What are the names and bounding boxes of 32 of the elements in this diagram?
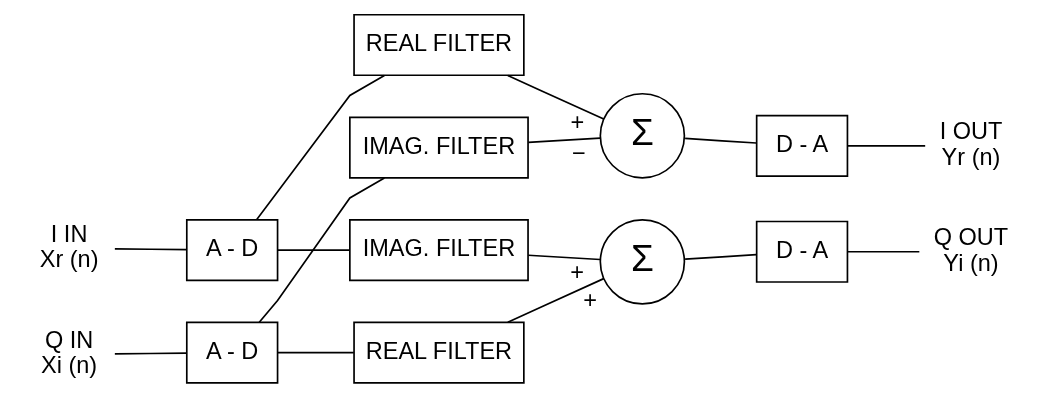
connector bbox=[846, 250, 920, 253]
node-box: A - D bbox=[185, 321, 278, 384]
node-box: IMAG. FILTER bbox=[348, 219, 529, 282]
connector bbox=[527, 254, 601, 261]
node-box: IMAG. FILTER bbox=[348, 116, 529, 179]
node-circle: Σ bbox=[599, 92, 685, 179]
connector bbox=[683, 253, 757, 261]
connector bbox=[506, 277, 605, 323]
connector bbox=[255, 74, 385, 221]
edge-label: + bbox=[582, 287, 597, 313]
connector bbox=[276, 351, 355, 354]
node-text: I IN Xr (n) bbox=[39, 221, 99, 273]
connector bbox=[113, 248, 187, 251]
node-box: REAL FILTER bbox=[352, 13, 525, 77]
connector bbox=[846, 145, 926, 147]
connector bbox=[506, 74, 605, 120]
node-text: Q IN Xi (n) bbox=[40, 326, 97, 379]
node-text: I OUT Yr (n) bbox=[939, 118, 1002, 170]
edge-label: − bbox=[571, 140, 586, 167]
edge-label: + bbox=[569, 109, 584, 136]
node-box: A - D bbox=[185, 219, 278, 282]
connector bbox=[683, 137, 757, 144]
connector bbox=[113, 352, 187, 355]
connector bbox=[276, 249, 351, 251]
edge-label: + bbox=[569, 258, 584, 285]
node-circle: Σ bbox=[599, 219, 685, 305]
node-box: D - A bbox=[755, 220, 848, 283]
connector bbox=[527, 137, 601, 144]
node-text: Q OUT Yi (n) bbox=[933, 224, 1008, 276]
connector bbox=[257, 177, 385, 324]
node-box: D - A bbox=[755, 114, 848, 177]
node-box: REAL FILTER bbox=[352, 321, 525, 384]
